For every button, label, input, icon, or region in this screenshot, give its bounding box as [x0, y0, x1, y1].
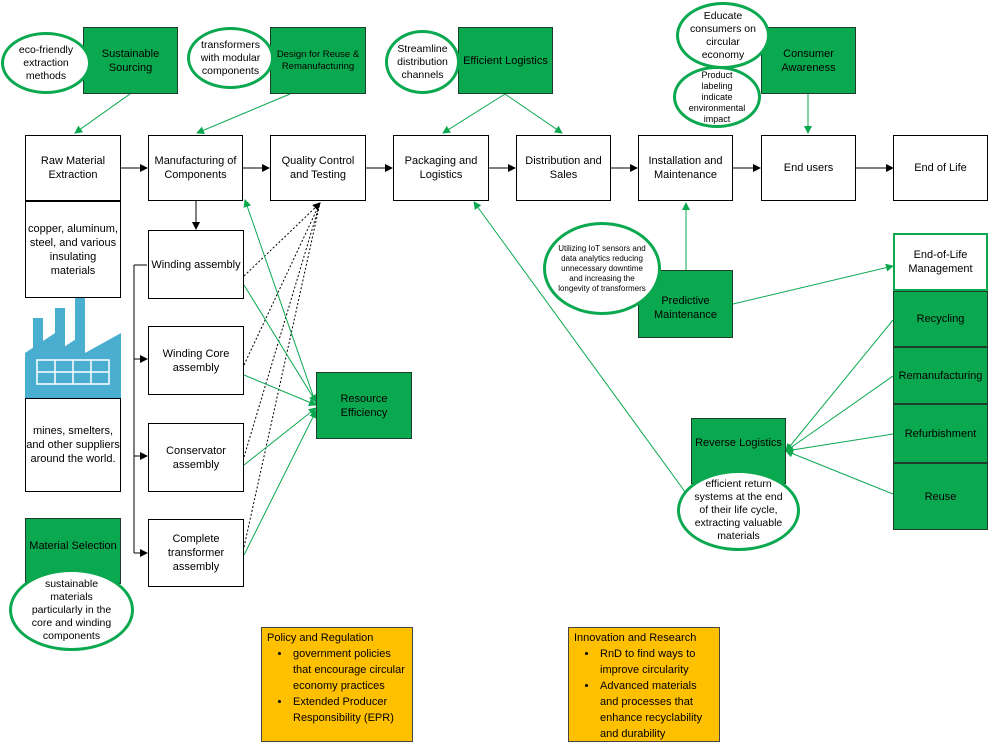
innovation-item: RnD to find ways to improve circularity [598, 646, 714, 678]
end-users-box: End users [761, 135, 856, 201]
packaging-logistics-box: Packaging and Logistics [393, 135, 489, 201]
policy-item: government policies that encourage circu… [291, 646, 407, 694]
end-of-life-box: End of Life [893, 135, 988, 201]
policy-item: Extended Producer Responsibility (EPR) [291, 694, 407, 726]
factory-icon [25, 298, 121, 403]
eco-friendly-oval: eco-friendly extraction methods [1, 32, 91, 94]
installation-maintenance-box: Installation and Maintenance [638, 135, 733, 201]
conservator-assembly-box: Conservator assembly [148, 423, 244, 492]
winding-assembly-box: Winding assembly [148, 230, 244, 299]
educate-consumers-oval: Educate consumers on circular economy [676, 2, 770, 69]
streamline-oval: Streamline distribution channels [385, 30, 460, 94]
suppliers-note: mines, smelters, and other suppliers aro… [25, 398, 121, 492]
consumer-awareness-box: Consumer Awareness [761, 27, 856, 94]
distribution-sales-box: Distribution and Sales [516, 135, 611, 201]
product-labeling-oval: Product labeling indicate environmental … [673, 66, 761, 128]
modular-components-oval: transformers with modular components [187, 27, 274, 89]
raw-material-extraction-box: Raw Material Extraction [25, 135, 121, 201]
sustainable-sourcing-box: Sustainable Sourcing [83, 27, 178, 94]
reuse-box: Reuse [893, 463, 988, 530]
resource-efficiency-box: Resource Efficiency [316, 372, 412, 439]
materials-note: copper, aluminum, steel, and various ins… [25, 201, 121, 298]
winding-core-assembly-box: Winding Core assembly [148, 326, 244, 395]
recycling-box: Recycling [893, 291, 988, 347]
efficient-logistics-box: Efficient Logistics [458, 27, 553, 94]
design-reuse-box: Design for Reuse & Remanufacturing [270, 27, 366, 94]
remanufacturing-box: Remanufacturing [893, 347, 988, 404]
refurbishment-box: Refurbishment [893, 404, 988, 463]
sustainable-materials-oval: sustainable materials particularly in th… [9, 569, 134, 651]
iot-sensors-oval: Utilizing IoT sensors and data analytics… [543, 222, 661, 315]
policy-regulation-box: Policy and Regulation government policie… [261, 627, 413, 742]
eol-management-box: End-of-Life Management [893, 233, 988, 291]
policy-title: Policy and Regulation [267, 632, 374, 644]
quality-control-box: Quality Control and Testing [270, 135, 366, 201]
innovation-research-box: Innovation and Research RnD to find ways… [568, 627, 720, 742]
reverse-logistics-box: Reverse Logistics [691, 418, 786, 484]
manufacturing-box: Manufacturing of Components [148, 135, 243, 201]
innovation-title: Innovation and Research [574, 632, 697, 644]
return-systems-oval: efficient return systems at the end of t… [677, 470, 800, 551]
innovation-item: Advanced materials and processes that en… [598, 678, 714, 742]
complete-transformer-assembly-box: Complete transformer assembly [148, 519, 244, 587]
